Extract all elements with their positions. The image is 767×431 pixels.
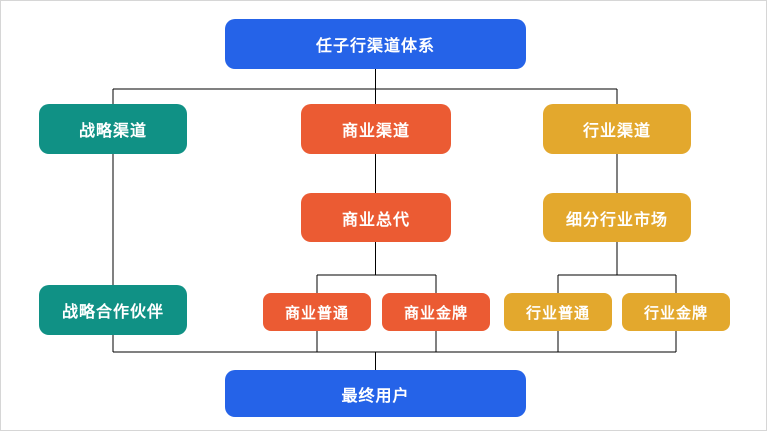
node-root: 任子行渠道体系 — [225, 19, 526, 69]
node-strategic-partner: 战略合作伙伴 — [39, 285, 187, 335]
node-commercial-channel: 商业渠道 — [301, 104, 451, 154]
node-end-user: 最终用户 — [225, 370, 526, 417]
node-industry-gold: 行业金牌 — [622, 293, 730, 331]
node-industry-normal: 行业普通 — [504, 293, 612, 331]
node-commercial-agent: 商业总代 — [301, 193, 451, 242]
node-industry-channel: 行业渠道 — [543, 104, 691, 154]
node-commercial-gold: 商业金牌 — [382, 293, 490, 331]
node-industry-segment: 细分行业市场 — [543, 193, 691, 242]
node-strategic-channel: 战略渠道 — [39, 104, 187, 154]
node-commercial-normal: 商业普通 — [263, 293, 371, 331]
